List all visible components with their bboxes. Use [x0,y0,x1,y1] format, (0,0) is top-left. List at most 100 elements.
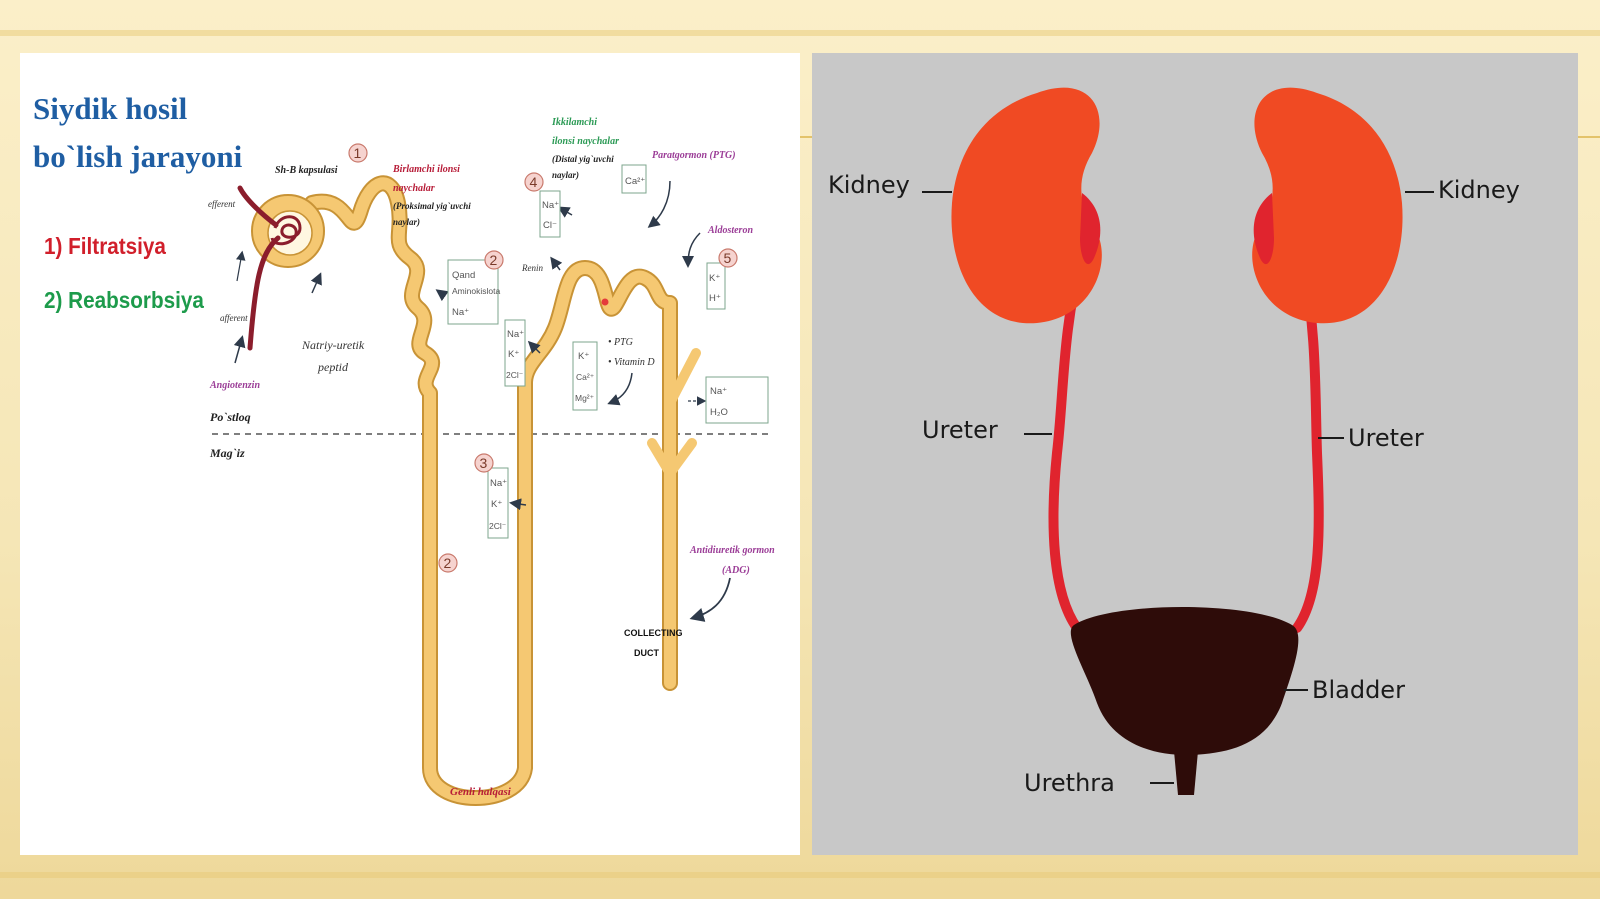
svg-text:2: 2 [444,555,452,571]
nephron-tubule [306,177,676,804]
aldosterone-arrow-icon [682,232,701,268]
natriuretic-label-1: Natriy-uretik [301,338,365,352]
ptg-arrow-icon [647,180,671,228]
afferent-label: afferent [220,313,248,323]
ion-box-2-line-2: Aminokislota [452,286,500,296]
ion-box-kca-line-2: Ca²⁺ [576,372,595,382]
ion-box-kca-line-1: K⁺ [578,351,589,362]
ion-box-2-line-1: Qand [452,270,475,281]
label-ureter-left: Ureter [922,416,998,444]
afferent-arteriole [247,235,281,351]
ion-box-mid-line-1: Na⁺ [507,329,524,340]
step-marker-5: 5 [718,248,738,268]
reabsorption-arrow-icon [435,289,449,302]
primary-label-1: Birlamchi ilonsi [392,164,460,175]
ptg-bullet-label: • PTG [608,337,633,348]
urinary-system-panel: Kidney Kidney Ureter Ureter Bladder Uret… [812,53,1578,855]
ion-box-kca [572,341,598,411]
secondary-label-4: naylar) [552,170,579,180]
secondary-label-2: ilonsi naychalar [552,136,619,147]
primary-label-3: (Proksimal yig`uvchi [393,201,471,211]
background-stripe [0,872,1600,878]
medulla-label: Mag`iz [209,446,245,460]
ion-box-ca [621,164,647,194]
ion-box-4-line-2: Cl⁻ [543,220,557,231]
ion-box-4 [539,190,561,238]
ion-box-mid-line-2: K⁺ [508,349,519,360]
ion-box-h2o [705,376,769,424]
adh-label-2: (ADG) [722,565,750,576]
left-kidney [951,87,1102,324]
ion-box-h2o-line-2: H₂O [710,407,728,418]
ion-box-2-line-3: Na⁺ [452,307,469,318]
loop-of-henle-label: Genli halqasi [450,786,512,798]
afferent-arrow-icon [236,250,246,282]
mid-arrow-icon [527,340,541,354]
step-marker-3: 3 [474,453,494,473]
ion-box-3-line-3: 2Cl⁻ [489,521,507,531]
vitamin-d-arrow-icon [607,372,633,406]
svg-text:5: 5 [724,250,732,266]
collecting-duct-branches [647,348,701,478]
ion-box-mid [504,319,526,387]
label-kidney-left: Kidney [828,171,910,199]
cortex-label: Po`stloq [210,410,251,424]
natriuretic-arrow-icon [310,272,322,294]
capsule-label: Sh-B kapsulasi [275,165,338,176]
parathyroid-label: Paratgormon (PTG) [652,150,736,161]
title-line-2: bo`lish jarayoni [33,139,243,174]
ion-box-5-line-2: H⁺ [709,293,721,304]
label-kidney-right: Kidney [1438,176,1520,204]
secondary-label-1: Ikkilamchi [551,117,597,128]
ion-box-mid-line-3: 2Cl⁻ [506,370,524,380]
ion-box-5-line-1: K⁺ [709,273,720,284]
label-urethra: Urethra [1024,769,1115,797]
step-marker-2a: 2 [484,250,504,270]
ion-box-3 [487,467,509,539]
step-marker-2b: 2 [438,553,458,573]
angiotensin-arrow-icon [233,335,246,364]
ion-box-ca-line-1: Ca²⁺ [625,176,645,187]
left-ureter [1048,248,1087,633]
nacl-arrow-icon [557,206,573,218]
macula-dot [601,298,609,306]
nephron-diagram-panel: Siydik hosil bo`lish jarayoni 1) Filtrat… [20,53,800,855]
ion-box-3-line-1: Na⁺ [490,478,507,489]
vitamin-d-bullet-label: • Vitamin D [608,357,655,368]
slide-title: Siydik hosil bo`lish jarayoni [33,85,242,181]
ion-box-2 [447,259,499,325]
bladder [1070,607,1299,756]
ion-box-4-line-1: Na⁺ [542,200,559,211]
svg-text:4: 4 [530,174,538,190]
step-filtration: 1) Filtratsiya [44,233,166,259]
adh-label-1: Antidiuretik gormon [689,545,775,556]
primary-label-2: naychalar [393,183,435,194]
primary-label-4: naylar) [393,217,420,227]
urinary-system-svg: Kidney Kidney Ureter Ureter Bladder Uret… [828,87,1520,797]
label-ureter-right: Ureter [1348,424,1424,452]
title-line-1: Siydik hosil [33,91,188,126]
step-marker-1: 1 [348,143,368,163]
ion-box-kca-line-3: Mg²⁺ [575,393,595,403]
urethra [1174,751,1198,795]
collecting-duct-label-1: COLLECTING [624,628,683,638]
label-bladder: Bladder [1312,676,1405,704]
step-marker-4: 4 [524,172,544,192]
efferent-label: efferent [208,199,236,209]
renin-arrow-icon [550,256,563,271]
nephron-svg: Qand Aminokislota Na⁺ Na⁺ Cl⁻ Ca²⁺ K⁺ H⁺… [208,117,775,806]
step-reabsorption: 2) Reabsorbsiya [44,287,204,313]
aldosterone-label: Aldosteron [707,225,753,236]
svg-text:3: 3 [480,455,488,471]
collecting-duct-label-2: DUCT [634,648,659,658]
ion-box-h2o-line-1: Na⁺ [710,386,727,397]
renin-label: Renin [521,263,543,273]
ion-box-3-line-2: K⁺ [491,499,502,510]
efferent-arteriole [237,185,279,228]
svg-text:1: 1 [354,145,362,161]
secondary-label-3: (Distal yig`uvchi [552,154,614,164]
adh-arrow-icon [689,577,731,622]
background-stripe [0,30,1600,36]
glomerulus [270,215,302,246]
natriuretic-label-2: peptid [317,360,349,374]
